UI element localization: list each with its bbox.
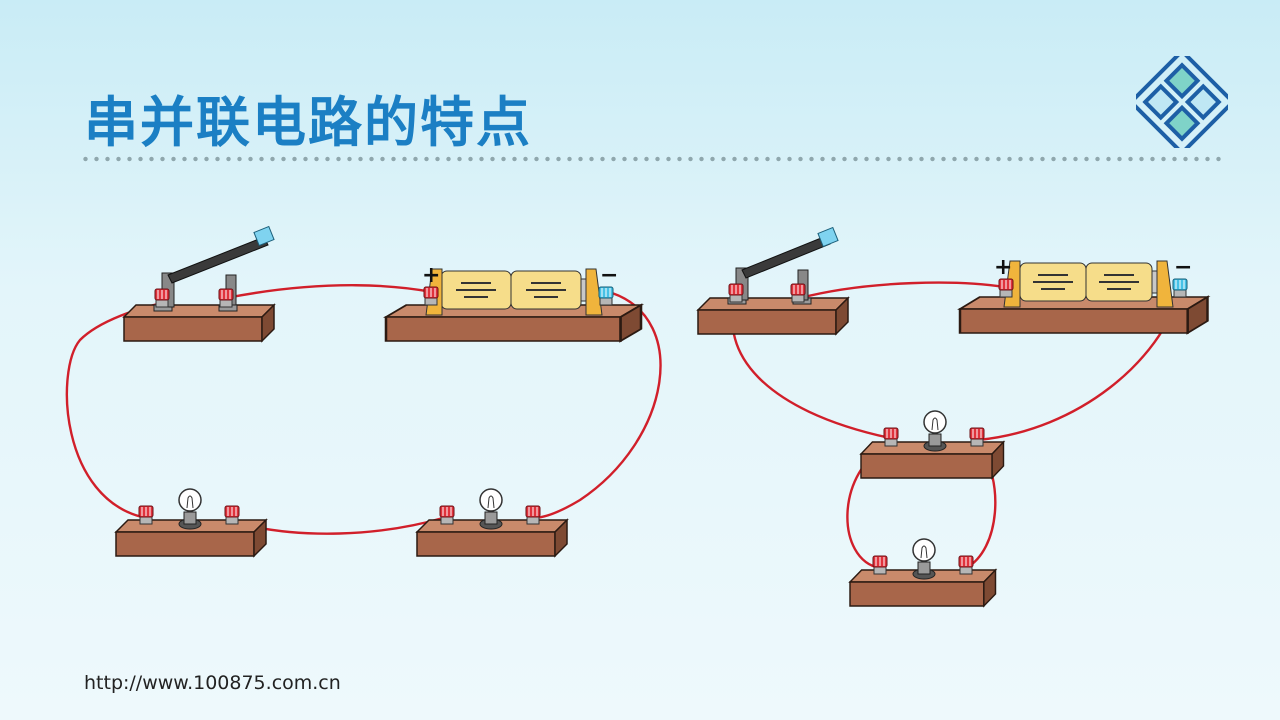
footer-url: http://www.100875.com.cn <box>84 672 341 694</box>
positive-sign: + <box>422 263 440 288</box>
negative-sign: − <box>1174 255 1192 280</box>
negative-sign: − <box>600 263 618 288</box>
light-bulb-icon <box>115 488 267 557</box>
battery-cells-icon <box>384 268 643 343</box>
slide-title: 串并联电路的特点 <box>84 91 532 154</box>
parallel-circuit: + − <box>697 226 1209 607</box>
battery-cells-icon <box>958 260 1209 335</box>
knife-switch-icon <box>123 225 275 342</box>
dotted-divider <box>80 156 1225 162</box>
positive-sign: + <box>994 255 1012 280</box>
diamond-tiles-logo-icon <box>1136 56 1228 148</box>
light-bulb-icon <box>849 538 997 607</box>
series-circuit: + − <box>65 225 662 557</box>
knife-switch-icon <box>697 226 849 335</box>
light-bulb-icon <box>860 410 1005 479</box>
light-bulb-icon <box>416 488 568 557</box>
